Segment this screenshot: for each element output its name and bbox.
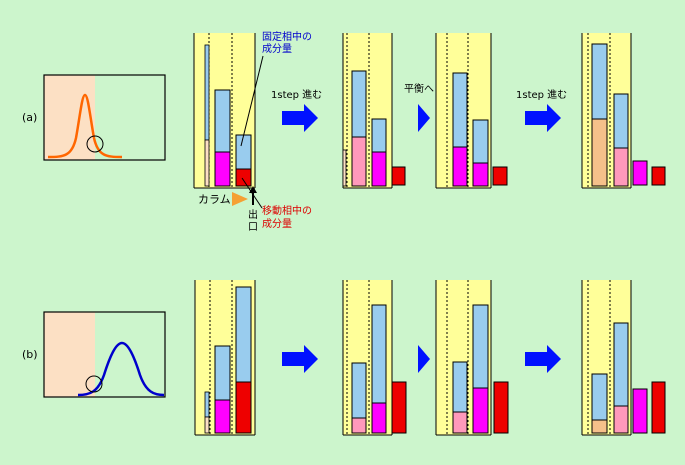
row-a-effluent-3b — [651, 166, 666, 186]
row-b-step-arrow-2 — [418, 345, 430, 373]
plot-a-left-region — [44, 75, 95, 160]
column-2-bar-stationary — [235, 134, 252, 170]
plot-a-peak-curve — [47, 93, 123, 159]
outlet-label-char1: 出 — [248, 208, 258, 221]
row-a-step-arrow-2 — [418, 104, 430, 132]
row-a-effluent-3a — [632, 160, 648, 186]
row-b-effluent-3b — [651, 381, 666, 434]
row-a-step-label-3: 1step 進む — [516, 89, 567, 101]
plot-a-frame — [43, 74, 166, 161]
plot-b-frame — [43, 311, 166, 398]
column-1-bar-mobile — [214, 151, 231, 187]
row-a-plot — [43, 74, 166, 161]
column-label: カラム — [198, 193, 231, 206]
stationary-annotation-line2: 成分量 — [262, 43, 292, 55]
row-a-step-label-1: 1step 進む — [271, 89, 322, 101]
outlet-label-char2: 口 — [248, 222, 258, 233]
row-b-step-arrow-3 — [525, 345, 561, 373]
row-a-column-panel-2 — [342, 33, 393, 189]
plot-b-left-region — [44, 312, 95, 397]
row-b-effluent-3a — [632, 388, 648, 434]
row-b-column-panel-1 — [194, 280, 256, 436]
column-1-bar-stationary — [214, 89, 231, 153]
row-b-column-panel-3 — [435, 280, 492, 436]
row-a-column-panel-4 — [581, 33, 632, 189]
outlet-arrow-icon — [249, 186, 257, 205]
column-arrow-icon — [232, 192, 248, 206]
row-a-effluent-2 — [492, 166, 508, 186]
mobile-annotation-line2: 成分量 — [262, 218, 292, 230]
row-a-effluent-1 — [391, 166, 406, 186]
row-a-column-panel-1 — [193, 33, 256, 189]
mobile-annotation-line1: 移動相中の — [262, 204, 312, 217]
column-2-bar-mobile — [235, 168, 252, 187]
row-b-step-arrow-1 — [282, 345, 318, 373]
row-a-step-arrow-1 — [282, 104, 318, 132]
plot-a-marker-circle — [86, 135, 104, 153]
row-b-effluent-1 — [391, 381, 407, 434]
row-a-column-panel-3 — [435, 33, 492, 189]
row-a-step-label-2: 平衡へ — [404, 83, 434, 95]
stationary-leader-line — [240, 55, 264, 147]
row-a-label: (a) — [22, 111, 37, 124]
stationary-annotation-line1: 固定相中の — [262, 30, 312, 43]
row-b-plot — [43, 311, 166, 398]
plot-b-peak-curve — [77, 341, 165, 397]
row-a-step-arrow-3 — [525, 104, 561, 132]
row-b-column-panel-4 — [581, 280, 632, 436]
row-b-effluent-2 — [493, 381, 509, 434]
row-b-label: (b) — [22, 348, 38, 361]
row-b-column-panel-2 — [342, 280, 393, 436]
plot-b-marker-circle — [85, 375, 103, 393]
